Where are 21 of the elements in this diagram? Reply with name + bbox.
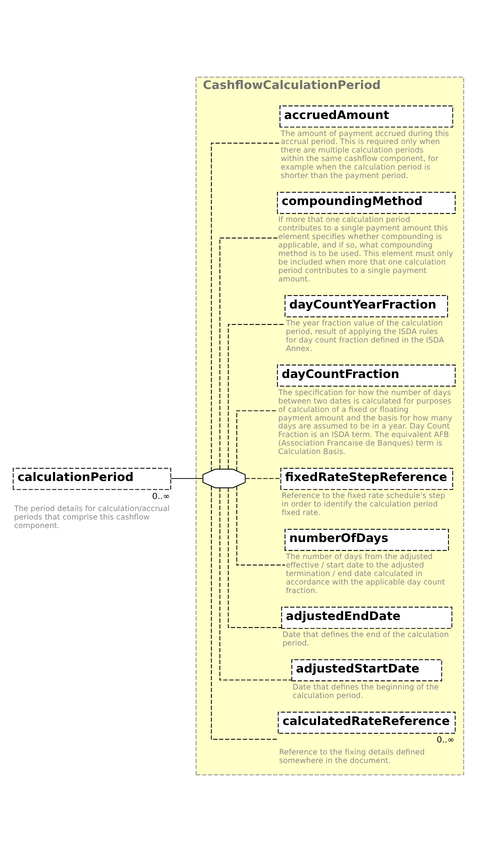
node-label: 0..∞ [152,490,170,500]
connector [219,487,292,680]
connector [219,237,278,469]
node-label: The period details for calculation/accrual periods that comprise this cashflow component. [14,503,170,530]
node-label: The amount of payment accrued during this accrual period. This is required only when there are multiple calculation periods within the same cashflow component, for example when the calculation period is shorter than the payment period. [280,128,449,180]
node-label: The year fraction value of the calculation period, result of applying the ISDA rules for day count fraction defined in the ISDA Annex. [286,318,444,352]
node-label: The specification for how the number of days between two dates is calculated for purposes of calculation of a fixed or floating payment amount and the basis for how many days are assumed to be in a year. Day Count Fraction is an ISDA term. The equivalent AFB (Association Francaise de Banques) term is Calculation Basis. [278,387,452,456]
node-label: The number of days from the adjusted effective / start date to the adjusted termination / end date calculated in accordance with the applicable day count fraction. [286,552,445,594]
connector [236,410,278,471]
connector [236,485,286,565]
node-label: Reference to the fixing details defined somewhere in the document. [279,747,425,765]
node-label: Date that defines the beginning of the calculation period. [292,682,439,700]
node-label: Date that defines the end of the calculation period. [282,629,449,647]
connector [210,142,280,471]
node-label: 0..∞ [436,734,454,744]
node-label: If more that one calculation period contributes to a single payment amount this element specifies whether compounding is applicable, and if so, what compounding method is to be used. This element must only be included when more that one calculation period contributes to a single payment amount. [278,214,454,283]
connector [210,485,279,740]
connector [228,486,282,628]
node-octagon [202,468,246,488]
node-label: Reference to the fixed rate schedule's step in order to identify the calculation period fixed rate. [282,490,446,517]
connector [228,323,286,470]
